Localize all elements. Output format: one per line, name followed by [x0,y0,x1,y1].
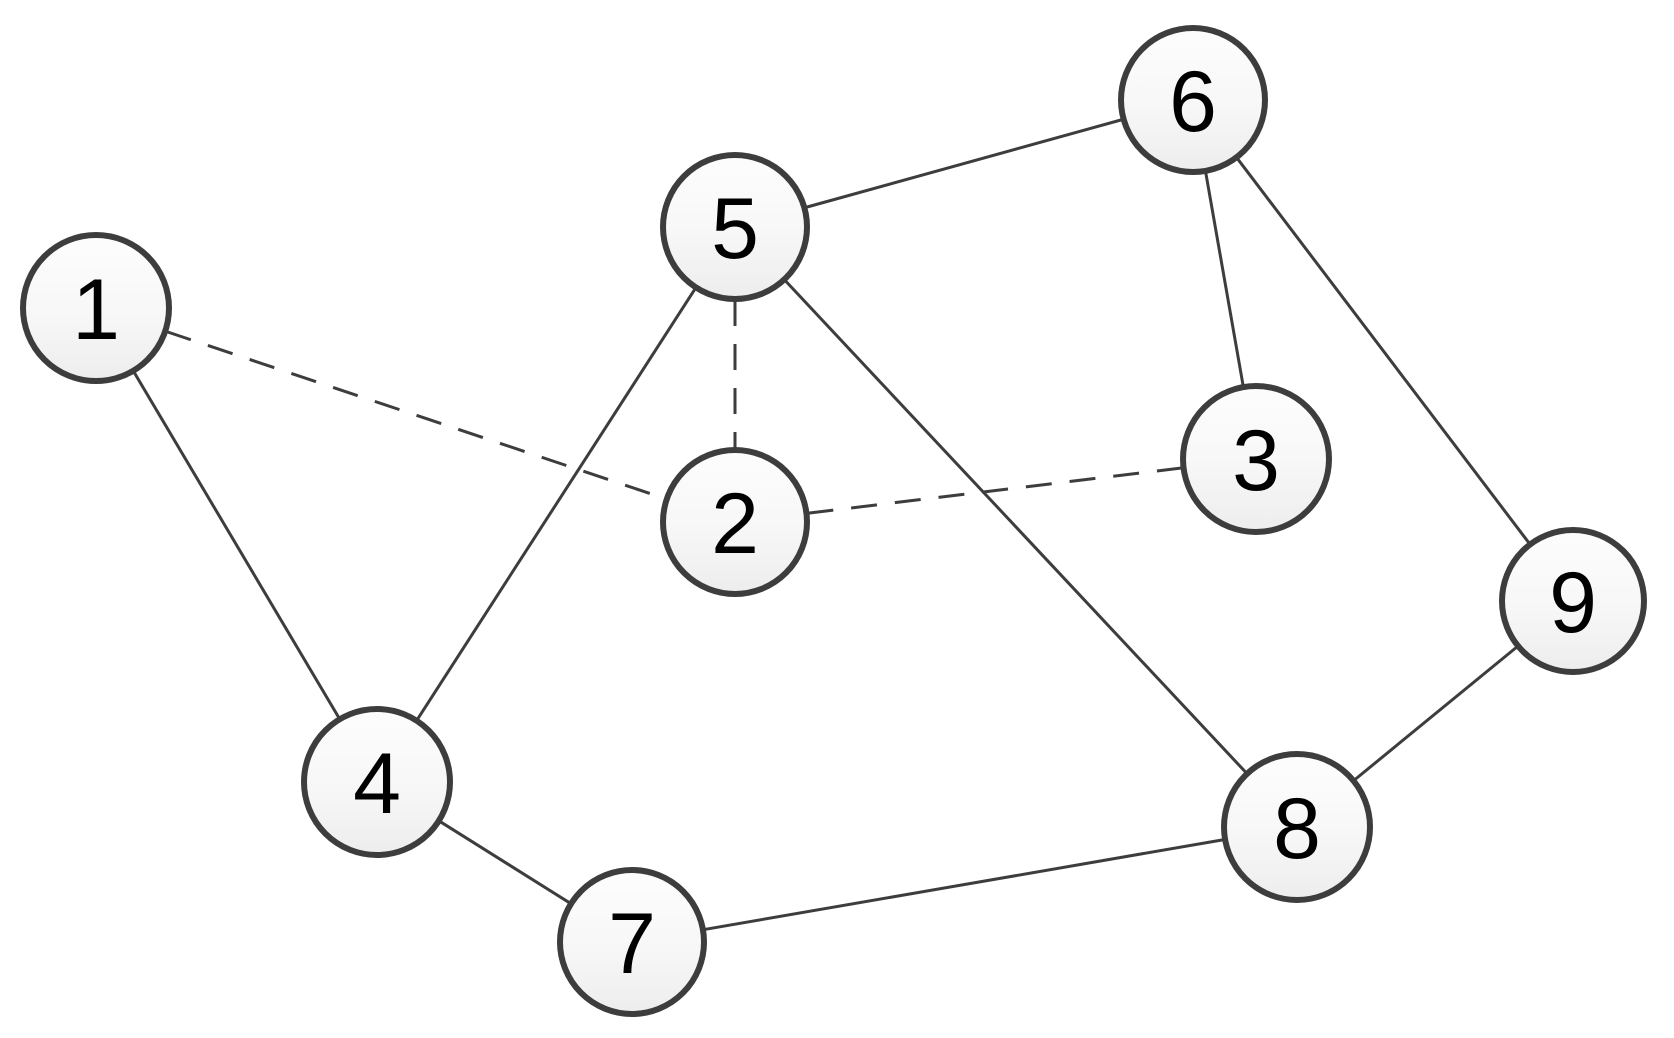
graph-node-8[interactable]: 8 [1221,751,1373,903]
graph-edge-1-2 [165,330,667,501]
graph-edge-1-4 [132,370,341,720]
graph-node-6[interactable]: 6 [1118,25,1268,175]
graph-node-9[interactable]: 9 [1499,527,1647,675]
graph-node-1[interactable]: 1 [20,232,172,384]
edge-layer [132,118,1531,932]
graph-node-2[interactable]: 2 [660,447,810,597]
node-circle-1[interactable] [20,232,172,384]
node-circle-7[interactable] [557,867,707,1017]
graph-edge-5-8 [783,279,1248,775]
node-layer: 1 2 3 4 5 6 7 89 [20,25,1647,1017]
node-circle-2[interactable] [660,447,810,597]
graph-edge-6-9 [1235,157,1531,545]
node-circle-6[interactable] [1118,25,1268,175]
node-circle-3[interactable] [1180,383,1332,535]
graph-edge-4-5 [415,287,697,721]
node-circle-9[interactable] [1499,527,1647,675]
graph-edge-4-7 [438,820,571,905]
graph-node-4[interactable]: 4 [301,706,453,858]
node-circle-4[interactable] [301,706,453,858]
graph-edge-6-3 [1204,171,1245,387]
graph-node-3[interactable]: 3 [1180,383,1332,535]
graph-edge-7-8 [703,838,1225,932]
graph-node-5[interactable]: 5 [660,152,810,302]
node-circle-8[interactable] [1221,751,1373,903]
graph-edge-5-6 [804,118,1124,209]
node-circle-5[interactable] [660,152,810,302]
graph-edge-8-9 [1353,645,1519,782]
graph-edge-2-3 [807,466,1183,515]
graph-node-7[interactable]: 7 [557,867,707,1017]
